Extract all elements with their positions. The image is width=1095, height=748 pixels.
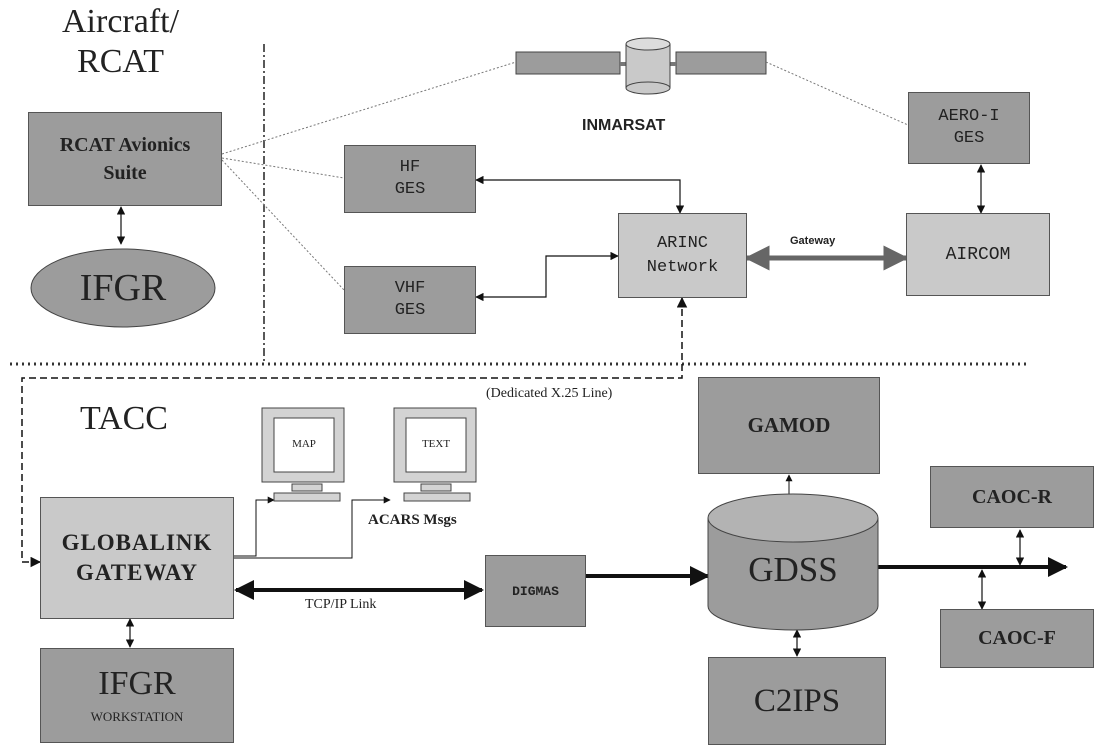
satellite-icon (515, 37, 767, 95)
aircom-node: AIRCOM (906, 213, 1050, 296)
ifgr-node-label: IFGR (79, 267, 167, 309)
vhf-ges-node: VHF GES (344, 266, 476, 334)
link-acars-map (234, 496, 275, 557)
vhf-ges-line2: GES (394, 301, 426, 320)
gamod-node: GAMOD (698, 377, 880, 474)
tacc-region-title: TACC (80, 400, 168, 437)
dedicated-x25-label: (Dedicated X.25 Line) (486, 386, 613, 401)
link-acars-text (234, 496, 391, 559)
hf-ges-node: HF GES (344, 145, 476, 213)
gdss-node-label: GDSS (748, 550, 838, 589)
link-hf-arinc (475, 175, 685, 214)
rcat-avionics-line2: Suite (103, 162, 147, 184)
link-satellite-rcat (221, 61, 517, 155)
globalink-gateway-node: GLOBALINK GATEWAY (40, 497, 234, 619)
link-rcat-hf (221, 157, 345, 179)
aero-i-ges-node: AERO-I GES (908, 92, 1030, 164)
aircraft-title-line2: RCAT (77, 43, 164, 80)
tcpip-link-label: TCP/IP Link (305, 597, 377, 612)
vhf-ges-line1: VHF (394, 279, 426, 298)
digmas-node: DIGMAS (485, 555, 586, 627)
ifgr-ws-line1: IFGR (98, 664, 176, 702)
hf-ges-line1: HF (399, 158, 421, 177)
rcat-avionics-suite-node: RCAT Avionics Suite (28, 112, 222, 206)
caoc-f-node: CAOC-F (940, 609, 1094, 668)
arinc-line2: Network (646, 257, 719, 277)
link-vhf-arinc (475, 251, 619, 302)
globalink-line2: GATEWAY (75, 560, 199, 585)
hf-ges-line2: GES (394, 180, 426, 199)
link-rcat-vhf (221, 159, 345, 291)
ifgr-ws-line2: WORKSTATION (90, 708, 184, 724)
globalink-line1: GLOBALINK (61, 530, 213, 555)
link-satellite-aero (765, 61, 909, 126)
ifgr-workstation-node: IFGR WORKSTATION (40, 648, 234, 743)
aircraft-region-title: Aircraft/ RCAT (62, 2, 179, 82)
acars-msgs-label: ACARS Msgs (368, 512, 457, 528)
aero-i-line2: GES (953, 129, 985, 148)
map-monitor-icon (261, 407, 345, 502)
map-monitor-label: MAP (292, 438, 316, 450)
inmarsat-label: INMARSAT (582, 117, 666, 134)
arinc-network-node: ARINC Network (618, 213, 747, 298)
text-monitor-label: TEXT (421, 438, 451, 450)
gateway-label: Gateway (790, 235, 836, 247)
c2ips-node: C2IPS (708, 657, 886, 745)
caoc-r-node: CAOC-R (930, 466, 1094, 528)
rcat-avionics-line1: RCAT Avionics (59, 134, 191, 156)
aero-i-line1: AERO-I (938, 107, 1000, 126)
link-dedicated-x25 (21, 296, 688, 568)
aircraft-title-line1: Aircraft/ (62, 3, 180, 40)
text-monitor-icon (393, 407, 477, 502)
gdss-cylinder-shape (707, 493, 879, 631)
ifgr-ellipse-shape (30, 248, 216, 328)
arinc-line1: ARINC (656, 233, 708, 253)
